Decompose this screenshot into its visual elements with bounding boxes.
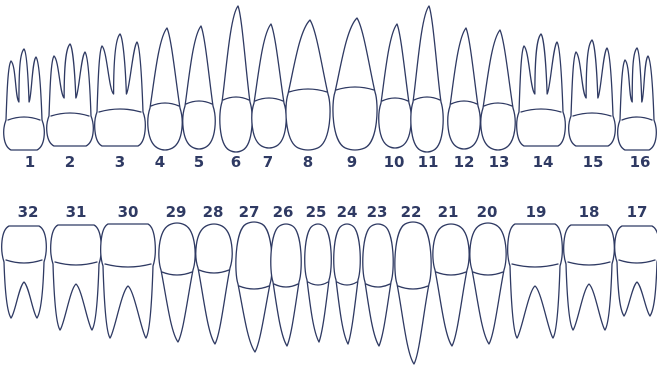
tooth-number-19: 19: [526, 203, 547, 221]
tooth-30[interactable]: [101, 224, 156, 338]
tooth-number-28: 28: [203, 203, 224, 221]
tooth-number-23: 23: [367, 203, 388, 221]
tooth-number-3: 3: [115, 153, 125, 171]
tooth-4-outline: [148, 28, 182, 150]
tooth-13-outline: [481, 30, 515, 150]
tooth-17[interactable]: [615, 226, 657, 316]
tooth-24-outline: [334, 224, 361, 344]
tooth-19[interactable]: [508, 224, 563, 338]
tooth-number-15: 15: [583, 153, 604, 171]
tooth-30-outline: [101, 224, 156, 338]
tooth-10[interactable]: [379, 24, 411, 148]
tooth-number-12: 12: [454, 153, 475, 171]
tooth-1-outline: [4, 49, 45, 150]
tooth-15-outline: [569, 40, 616, 146]
tooth-27[interactable]: [236, 222, 272, 352]
tooth-4[interactable]: [148, 28, 182, 150]
tooth-number-26: 26: [273, 203, 294, 221]
tooth-26[interactable]: [271, 224, 301, 346]
tooth-1[interactable]: [4, 49, 45, 150]
tooth-31[interactable]: [51, 225, 102, 330]
tooth-number-1: 1: [25, 153, 35, 171]
tooth-2[interactable]: [47, 44, 94, 146]
tooth-14[interactable]: [517, 34, 566, 146]
tooth-8-outline: [286, 20, 330, 150]
tooth-32-outline: [2, 226, 47, 318]
tooth-number-22: 22: [401, 203, 422, 221]
tooth-20[interactable]: [470, 223, 506, 344]
tooth-16-outline: [618, 48, 657, 150]
tooth-17-outline: [615, 226, 657, 316]
tooth-9[interactable]: [333, 18, 377, 150]
lower-arch: [2, 222, 657, 364]
tooth-14-outline: [517, 34, 566, 146]
tooth-number-5: 5: [194, 153, 204, 171]
tooth-22-outline: [395, 222, 431, 364]
tooth-23[interactable]: [363, 224, 393, 346]
tooth-7-outline: [252, 24, 286, 148]
tooth-number-27: 27: [239, 203, 260, 221]
tooth-number-30: 30: [118, 203, 139, 221]
tooth-number-32: 32: [18, 203, 39, 221]
tooth-29-outline: [159, 223, 195, 342]
tooth-2-outline: [47, 44, 94, 146]
tooth-3[interactable]: [95, 34, 146, 146]
tooth-6-outline: [220, 6, 252, 152]
tooth-number-13: 13: [489, 153, 510, 171]
upper-arch: [4, 6, 657, 152]
tooth-number-21: 21: [438, 203, 459, 221]
tooth-number-9: 9: [347, 153, 357, 171]
tooth-number-7: 7: [263, 153, 273, 171]
tooth-7[interactable]: [252, 24, 286, 148]
tooth-number-16: 16: [630, 153, 651, 171]
tooth-number-18: 18: [579, 203, 600, 221]
tooth-15[interactable]: [569, 40, 616, 146]
tooth-29[interactable]: [159, 223, 195, 342]
tooth-31-outline: [51, 225, 102, 330]
tooth-12[interactable]: [448, 28, 480, 149]
tooth-number-14: 14: [533, 153, 554, 171]
tooth-3-outline: [95, 34, 146, 146]
tooth-number-6: 6: [231, 153, 241, 171]
tooth-number-10: 10: [384, 153, 405, 171]
tooth-28-outline: [196, 224, 232, 344]
tooth-11[interactable]: [411, 6, 443, 152]
tooth-number-11: 11: [418, 153, 439, 171]
tooth-25[interactable]: [305, 224, 332, 342]
tooth-16[interactable]: [618, 48, 657, 150]
tooth-9-outline: [333, 18, 377, 150]
tooth-28[interactable]: [196, 224, 232, 344]
tooth-32[interactable]: [2, 226, 47, 318]
tooth-20-outline: [470, 223, 506, 344]
lower-number-row: 32 31 30 29 28 27 26 25 24 23 22 21 20 19 18 17: [18, 203, 648, 221]
tooth-number-2: 2: [65, 153, 75, 171]
tooth-18[interactable]: [564, 225, 615, 330]
tooth-11-outline: [411, 6, 443, 152]
tooth-number-8: 8: [303, 153, 313, 171]
tooth-22[interactable]: [395, 222, 431, 364]
tooth-number-20: 20: [477, 203, 498, 221]
tooth-13[interactable]: [481, 30, 515, 150]
tooth-24[interactable]: [334, 224, 361, 344]
tooth-18-outline: [564, 225, 615, 330]
tooth-number-4: 4: [155, 153, 165, 171]
tooth-number-29: 29: [166, 203, 187, 221]
tooth-8[interactable]: [286, 20, 330, 150]
tooth-number-25: 25: [306, 203, 327, 221]
tooth-6[interactable]: [220, 6, 252, 152]
tooth-21[interactable]: [433, 224, 469, 346]
tooth-number-24: 24: [337, 203, 358, 221]
tooth-number-17: 17: [627, 203, 648, 221]
tooth-number-31: 31: [66, 203, 87, 221]
tooth-5[interactable]: [183, 26, 215, 149]
tooth-21-outline: [433, 224, 469, 346]
tooth-10-outline: [379, 24, 411, 148]
tooth-12-outline: [448, 28, 480, 149]
tooth-19-outline: [508, 224, 563, 338]
tooth-5-outline: [183, 26, 215, 149]
